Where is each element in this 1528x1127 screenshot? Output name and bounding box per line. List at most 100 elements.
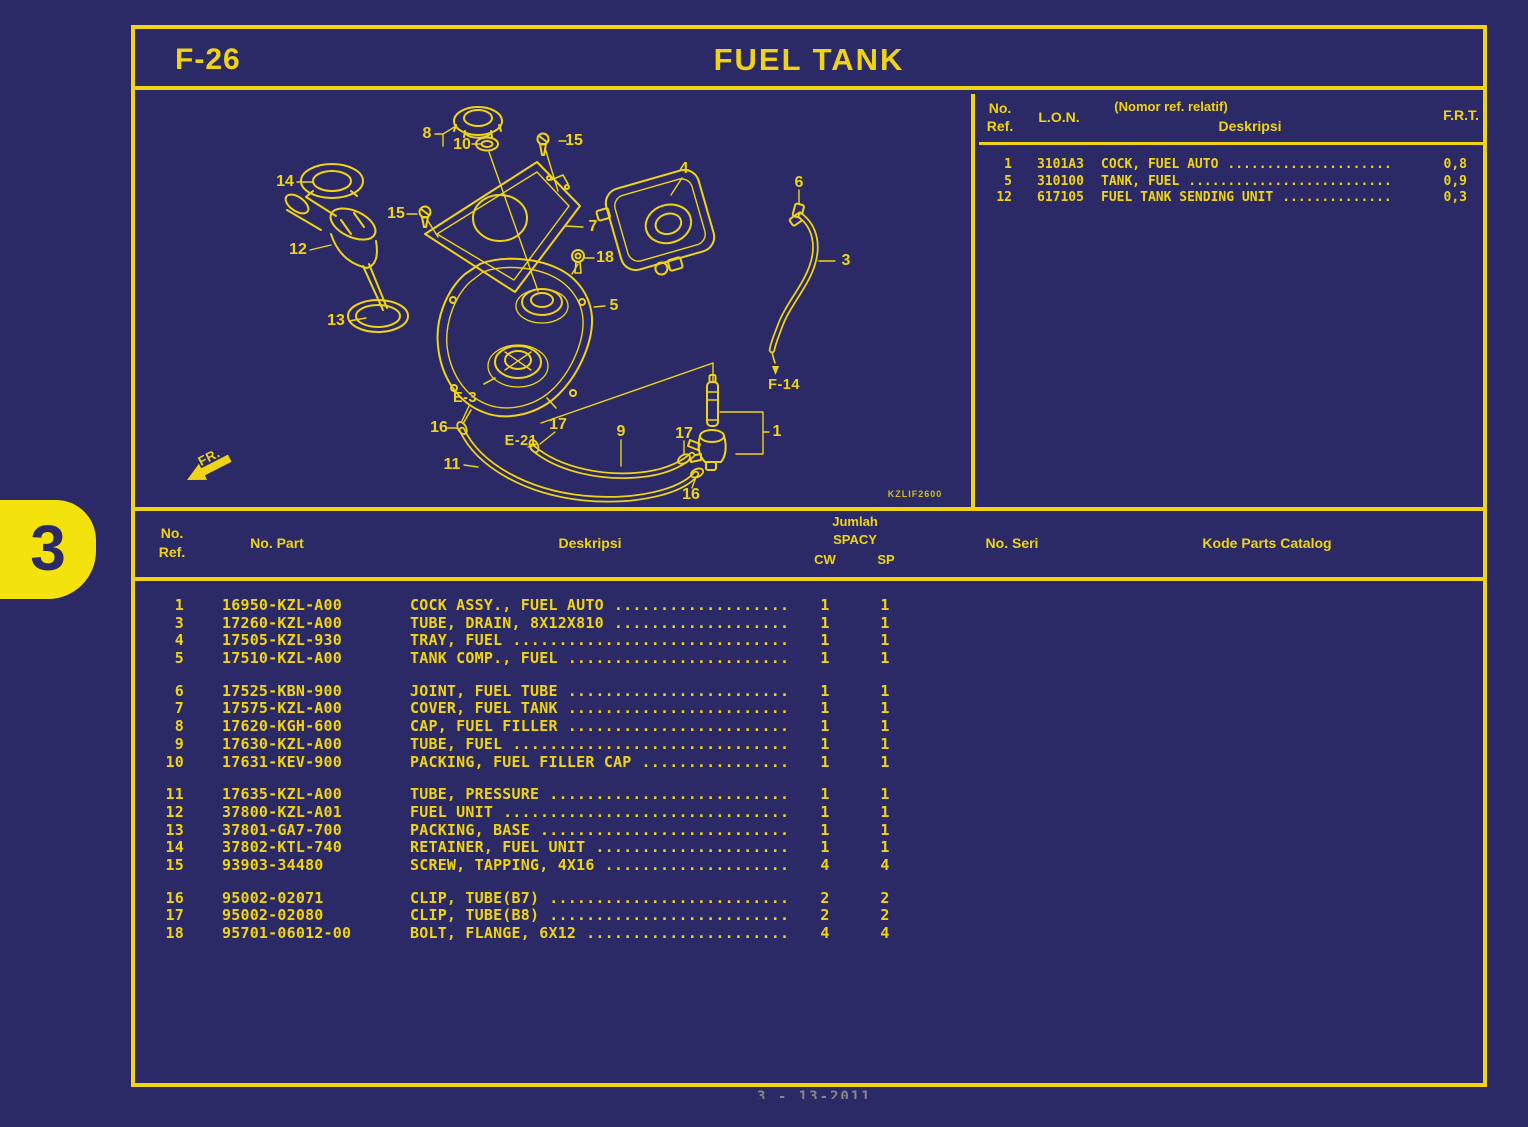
cell-ref-no: 7 xyxy=(174,699,184,718)
desc-text: TUBE, PRESSURE xyxy=(410,786,540,804)
dot-leader xyxy=(1188,174,1393,191)
label-part-13: 13 xyxy=(327,312,345,329)
cell-qty-sp: 1 xyxy=(880,717,890,736)
cell-qty-sp: 1 xyxy=(880,699,890,718)
lon-reference-table: No. Ref. L.O.N. (Nomor ref. relatif) Des… xyxy=(979,94,1483,507)
dot-leader xyxy=(586,925,786,943)
cell-ref-no: 12 xyxy=(165,802,184,821)
cell-desc: COVER, FUEL TANK xyxy=(410,700,800,718)
cell-lon: 3101A3 xyxy=(1037,157,1084,172)
cell-seri xyxy=(920,822,1483,840)
cell-qty-cw: 1 xyxy=(820,734,830,753)
cell-desc: PACKING, FUEL FILLER CAP xyxy=(410,754,800,772)
cell-desc: JOINT, FUEL TUBE xyxy=(410,683,800,701)
label-ref-e21: E-21 xyxy=(504,433,538,449)
col-part: No. Part xyxy=(250,535,304,551)
cell-qty-sp: 1 xyxy=(880,596,890,614)
cell-qty-cw: 1 xyxy=(820,649,830,668)
desc-text: PACKING, BASE xyxy=(410,821,530,839)
desc-text: SCREW, TAPPING, 4X16 xyxy=(410,856,595,874)
label-part-15a: 15 xyxy=(565,132,583,149)
cell-seri xyxy=(920,925,1483,943)
desc-text: COCK ASSY., FUEL AUTO xyxy=(410,597,604,614)
cell-desc: CAP, FUEL FILLER xyxy=(410,718,800,736)
cell-part-no: 17525-KBN-900 xyxy=(222,681,342,700)
dot-leader xyxy=(503,804,786,822)
cell-desc: TUBE, PRESSURE xyxy=(410,786,800,804)
dot-leader xyxy=(540,822,786,840)
dot-leader xyxy=(614,615,786,633)
cell-desc: COCK, FUEL AUTO xyxy=(1082,157,1395,174)
label-part-9: 9 xyxy=(616,423,626,440)
cell-part-no: 17575-KZL-A00 xyxy=(222,699,342,718)
col-ref: Ref. xyxy=(986,118,1014,134)
label-part-17a: 17 xyxy=(549,416,567,433)
desc-text: BOLT, FLANGE, 6X12 xyxy=(410,925,577,942)
label-part-10: 10 xyxy=(453,136,471,153)
cell-qty-sp: 1 xyxy=(880,752,890,771)
label-part-14: 14 xyxy=(276,173,294,190)
cell-qty-cw: 4 xyxy=(820,855,830,874)
cell-ref: 1 xyxy=(1004,157,1012,172)
label-part-11: 11 xyxy=(443,456,461,473)
col-no: No. xyxy=(988,100,1012,116)
dot-leader xyxy=(568,718,786,736)
cell-part-no: 17510-KZL-A00 xyxy=(222,649,342,668)
cell-part-no: 17630-KZL-A00 xyxy=(222,734,342,753)
part-8-fuel-filler-cap xyxy=(453,106,503,139)
cell-qty-sp: 1 xyxy=(880,820,890,839)
label-part-3: 3 xyxy=(841,252,851,269)
cell-qty-sp: 1 xyxy=(880,734,890,753)
cell-desc: CLIP, TUBE(B7) xyxy=(410,890,800,908)
col-sp: SP xyxy=(877,552,895,567)
cell-qty-sp: 1 xyxy=(880,785,890,804)
fr-arrow-icon xyxy=(187,454,232,480)
cell-qty-cw: 1 xyxy=(820,631,830,650)
label-part-8: 8 xyxy=(422,125,432,142)
cell-seri xyxy=(920,700,1483,718)
cell-part-no: 37800-KZL-A01 xyxy=(222,802,342,821)
cell-seri xyxy=(920,804,1483,822)
cell-seri xyxy=(920,632,1483,650)
part-14-retainer xyxy=(300,163,364,199)
cell-ref-no: 3 xyxy=(174,613,184,632)
cell-seri xyxy=(920,718,1483,736)
label-part-16a: 16 xyxy=(430,419,448,436)
dot-leader xyxy=(549,907,786,925)
cell-ref-no: 11 xyxy=(165,785,184,804)
cell-ref-no: 15 xyxy=(165,855,184,874)
part-11-pressure-tube xyxy=(458,426,700,503)
cell-qty-cw: 1 xyxy=(820,820,830,839)
cell-frt: 0,9 xyxy=(1443,173,1467,189)
desc-text: COVER, FUEL TANK xyxy=(410,700,558,718)
part-10-packing xyxy=(475,136,499,152)
cell-ref-no: 5 xyxy=(174,649,184,668)
part-3-drain-tube xyxy=(768,212,819,375)
cell-qty-sp: 1 xyxy=(880,649,890,668)
cell-frt: 0,8 xyxy=(1443,157,1467,172)
cell-ref: 12 xyxy=(996,190,1012,205)
desc-text: CLIP, TUBE(B7) xyxy=(410,889,540,907)
desc-text: TUBE, FUEL xyxy=(410,735,503,753)
label-ref-f14: F-14 xyxy=(768,377,800,393)
cell-ref-no: 18 xyxy=(165,924,184,942)
desc-text: PACKING, FUEL FILLER CAP xyxy=(410,753,632,771)
dot-leader xyxy=(568,700,786,718)
footer-partial-text: 3 - 13-2011 xyxy=(757,1090,872,1099)
section-tab-3[interactable]: 3 xyxy=(0,500,96,599)
dot-leader xyxy=(549,786,786,804)
cell-desc: TUBE, DRAIN, 8X12X810 xyxy=(410,615,800,633)
cell-seri xyxy=(920,683,1483,701)
col-cw: CW xyxy=(814,552,836,567)
